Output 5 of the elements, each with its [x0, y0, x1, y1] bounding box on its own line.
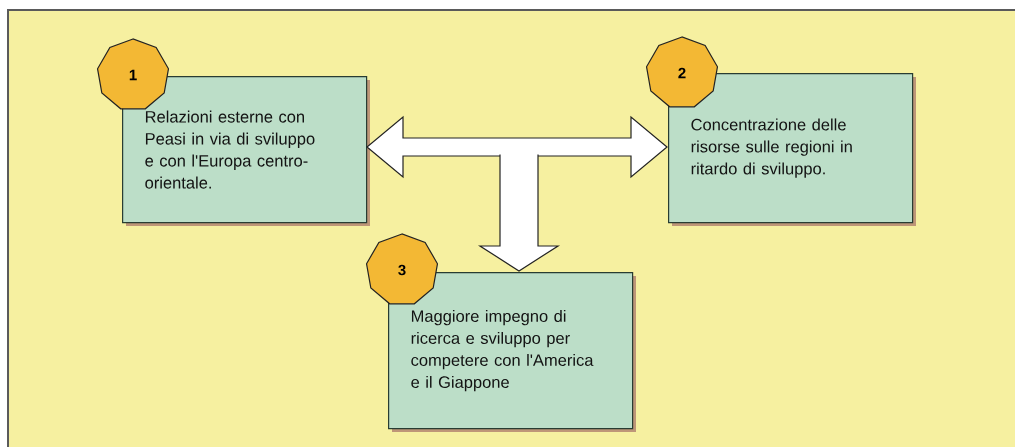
- number-badge: 1: [96, 38, 170, 110]
- number-badge: 2: [645, 36, 719, 108]
- double-arrow: [366, 115, 668, 179]
- number-badge: 3: [365, 233, 439, 305]
- down-arrow: [477, 153, 561, 272]
